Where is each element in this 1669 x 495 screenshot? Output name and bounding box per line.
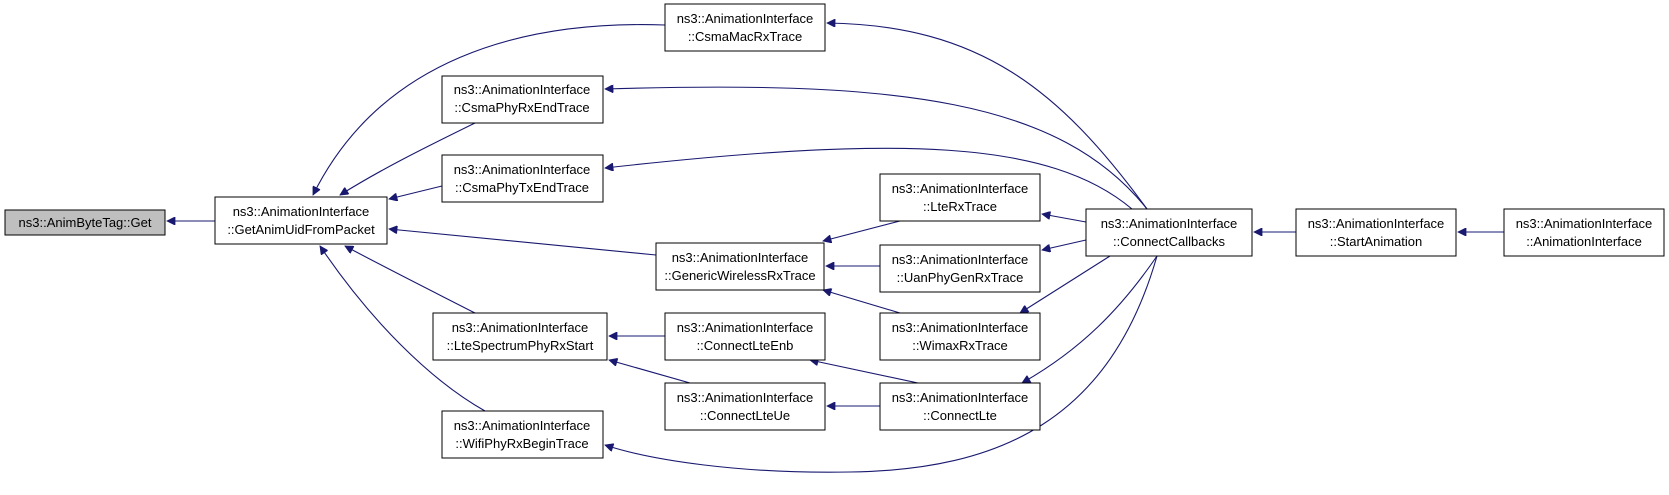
- node-lte-spectrum-phy-rx-start[interactable]: ns3::AnimationInterface ::LteSpectrumPhy…: [432, 312, 608, 361]
- edge-csmaphyrxend-to-getanimuid: [340, 122, 476, 195]
- node-label: ns3::AnimationInterface: [672, 250, 809, 265]
- node-label: ns3::AnimationInterface: [892, 252, 1029, 267]
- node-label: ::AnimationInterface: [1526, 234, 1642, 249]
- edge-connectlte-to-connectlteenb: [810, 360, 919, 384]
- node-generic-wireless-rx-trace[interactable]: ns3::AnimationInterface ::GenericWireles…: [655, 242, 825, 291]
- edge-connectcallbacks-to-uanphy: [1042, 239, 1087, 250]
- edge-csmaphytxend-to-getanimuid: [389, 185, 443, 199]
- node-label: ::GenericWirelessRxTrace: [664, 268, 815, 283]
- node-label: ::ConnectLte: [923, 408, 997, 423]
- node-wimax-rx-trace[interactable]: ns3::AnimationInterface ::WimaxRxTrace: [879, 312, 1041, 361]
- node-label: ns3::AnimationInterface: [452, 320, 589, 335]
- node-label: ns3::AnimationInterface: [1101, 216, 1238, 231]
- node-label: ::ConnectCallbacks: [1113, 234, 1225, 249]
- edge-connectcallbacks-to-lterx: [1042, 214, 1087, 223]
- edges: [167, 23, 1504, 473]
- node-label: ns3::AnimationInterface: [454, 162, 591, 177]
- edge-connectcallbacks-to-wimaxrx: [1020, 255, 1111, 313]
- edge-csmamacrx-to-getanimuid: [312, 24, 666, 195]
- node-label: ns3::AnimationInterface: [892, 390, 1029, 405]
- node-label: ns3::AnimByteTag::Get: [19, 215, 152, 230]
- edge-connectcallbacks-to-connectlte: [1022, 255, 1158, 384]
- node-connect-lte[interactable]: ns3::AnimationInterface ::ConnectLte: [879, 382, 1041, 431]
- node-label: ::GetAnimUidFromPacket: [227, 222, 375, 237]
- node-csma-phy-rx-end-trace[interactable]: ns3::AnimationInterface ::CsmaPhyRxEndTr…: [441, 75, 604, 124]
- node-get[interactable]: ns3::AnimByteTag::Get: [4, 209, 166, 236]
- node-label: ::StartAnimation: [1330, 234, 1423, 249]
- node-connect-lte-ue[interactable]: ns3::AnimationInterface ::ConnectLteUe: [664, 382, 826, 431]
- edge-wimaxrx-to-genericwireless: [823, 290, 901, 314]
- node-csma-phy-tx-end-trace[interactable]: ns3::AnimationInterface ::CsmaPhyTxEndTr…: [441, 154, 604, 203]
- node-wifi-phy-rx-begin-trace[interactable]: ns3::AnimationInterface ::WifiPhyRxBegin…: [441, 410, 604, 459]
- nodes: ns3::AnimByteTag::Get ns3::AnimationInte…: [4, 3, 1665, 459]
- node-label: ::ConnectLteEnb: [697, 338, 794, 353]
- node-label: ::WimaxRxTrace: [912, 338, 1008, 353]
- node-csma-mac-rx-trace[interactable]: ns3::AnimationInterface ::CsmaMacRxTrace: [664, 3, 826, 52]
- node-connect-lte-enb[interactable]: ns3::AnimationInterface ::ConnectLteEnb: [664, 312, 826, 361]
- edge-ltespectrum-to-getanimuid: [345, 245, 476, 314]
- node-label: ns3::AnimationInterface: [454, 82, 591, 97]
- edge-connectlteue-to-ltespectrum: [609, 360, 691, 384]
- node-get-anim-uid-from-packet[interactable]: ns3::AnimationInterface ::GetAnimUidFrom…: [214, 196, 388, 245]
- node-label: ::CsmaPhyTxEndTrace: [455, 180, 589, 195]
- edge-connectcallbacks-to-csmamacrx: [827, 23, 1148, 210]
- node-lte-rx-trace[interactable]: ns3::AnimationInterface ::LteRxTrace: [879, 173, 1041, 222]
- node-label: ns3::AnimationInterface: [892, 181, 1029, 196]
- edge-connectcallbacks-to-csmaphyrxend: [605, 87, 1148, 210]
- node-label: ns3::AnimationInterface: [233, 204, 370, 219]
- edge-lterx-to-genericwireless: [823, 220, 901, 241]
- node-label: ::LteSpectrumPhyRxStart: [447, 338, 594, 353]
- node-label: ::ConnectLteUe: [700, 408, 790, 423]
- node-label: ns3::AnimationInterface: [1308, 216, 1445, 231]
- edge-wifiphyrx-to-getanimuid: [320, 246, 486, 412]
- node-animation-interface[interactable]: ns3::AnimationInterface ::AnimationInter…: [1503, 208, 1665, 257]
- node-label: ::UanPhyGenRxTrace: [897, 270, 1024, 285]
- node-label: ::WifiPhyRxBeginTrace: [455, 436, 588, 451]
- edge-genericwireless-to-getanimuid: [389, 229, 657, 256]
- edge-connectcallbacks-to-csmaphytxend: [605, 147, 1133, 210]
- node-uan-phy-gen-rx-trace[interactable]: ns3::AnimationInterface ::UanPhyGenRxTra…: [879, 244, 1041, 293]
- node-label: ::LteRxTrace: [923, 199, 997, 214]
- node-connect-callbacks[interactable]: ns3::AnimationInterface ::ConnectCallbac…: [1085, 208, 1253, 257]
- node-label: ns3::AnimationInterface: [1516, 216, 1653, 231]
- node-label: ::CsmaMacRxTrace: [688, 29, 802, 44]
- edge-connectcallbacks-to-wifiphyrx: [605, 255, 1158, 473]
- node-label: ns3::AnimationInterface: [892, 320, 1029, 335]
- node-start-animation[interactable]: ns3::AnimationInterface ::StartAnimation: [1295, 208, 1457, 257]
- node-label: ns3::AnimationInterface: [677, 320, 814, 335]
- node-label: ns3::AnimationInterface: [454, 418, 591, 433]
- node-label: ::CsmaPhyRxEndTrace: [454, 100, 589, 115]
- node-label: ns3::AnimationInterface: [677, 390, 814, 405]
- node-label: ns3::AnimationInterface: [677, 11, 814, 26]
